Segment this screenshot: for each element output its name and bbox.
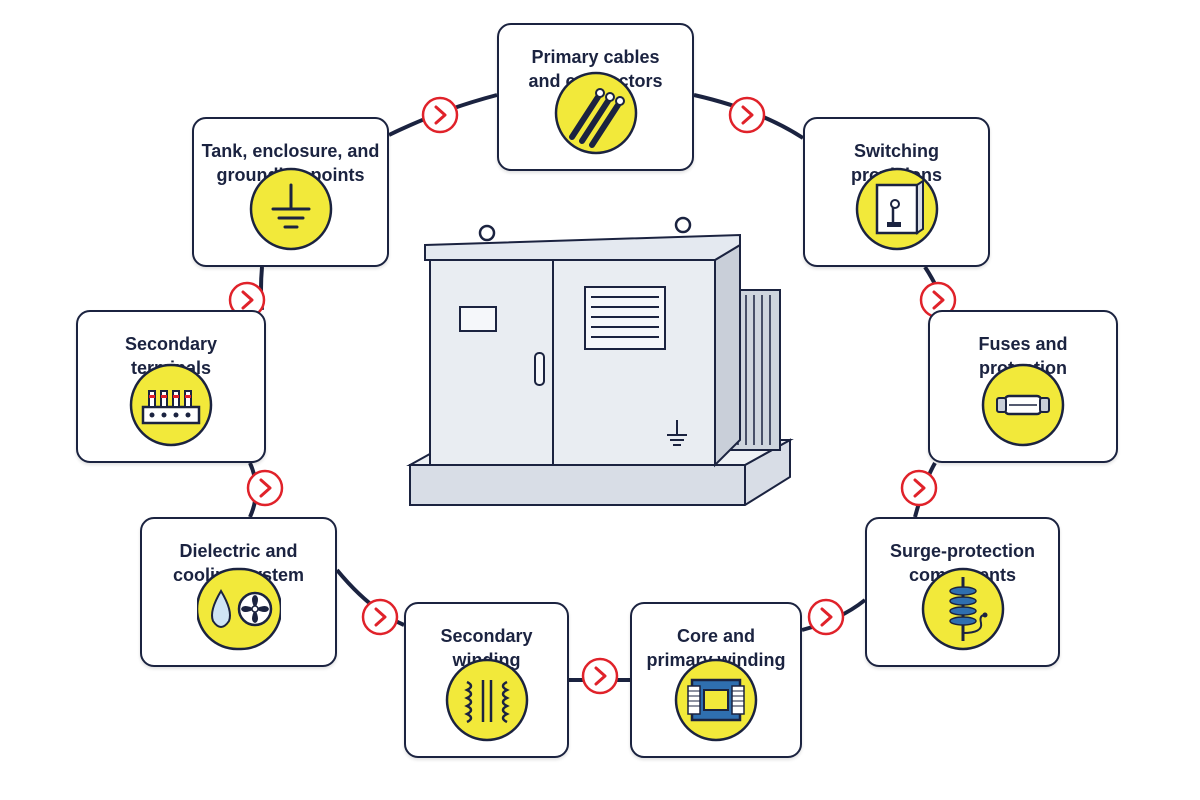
node-surge: Surge-protection components bbox=[865, 517, 1060, 667]
transformer-core-icon bbox=[674, 658, 758, 742]
chevron-right-icon bbox=[361, 598, 399, 636]
chevron-right-icon bbox=[728, 96, 766, 134]
chevron-right-icon bbox=[228, 281, 266, 319]
node-dielectric: Dielectric and cooling system bbox=[140, 517, 337, 667]
chevron-right-icon bbox=[421, 96, 459, 134]
node-core-primary: Core and primary winding bbox=[630, 602, 802, 758]
fuse-icon bbox=[981, 363, 1065, 447]
cable-icon bbox=[554, 71, 638, 155]
node-primary-cables: Primary cables and connectors bbox=[497, 23, 694, 171]
chevron-right-icon bbox=[581, 657, 619, 695]
node-tank: Tank, enclosure, and grounding points bbox=[192, 117, 389, 267]
winding-coil-icon bbox=[445, 658, 529, 742]
oil-drop-fan-icon bbox=[196, 567, 281, 651]
chevron-right-icon bbox=[919, 281, 957, 319]
chevron-right-icon bbox=[900, 469, 938, 507]
chevron-right-icon bbox=[246, 469, 284, 507]
terminal-block-icon bbox=[129, 363, 213, 447]
chevron-right-icon bbox=[807, 598, 845, 636]
node-fuses: Fuses and protection bbox=[928, 310, 1118, 463]
ground-icon bbox=[249, 167, 333, 251]
switch-box-icon bbox=[855, 167, 939, 251]
node-switching: Switching provisions bbox=[803, 117, 990, 267]
node-secondary-terms: Secondary terminals bbox=[76, 310, 266, 463]
pad-mounted-transformer-icon bbox=[406, 216, 794, 506]
node-secondary-winding: Secondary winding bbox=[404, 602, 569, 758]
surge-arrester-icon bbox=[921, 567, 1005, 651]
